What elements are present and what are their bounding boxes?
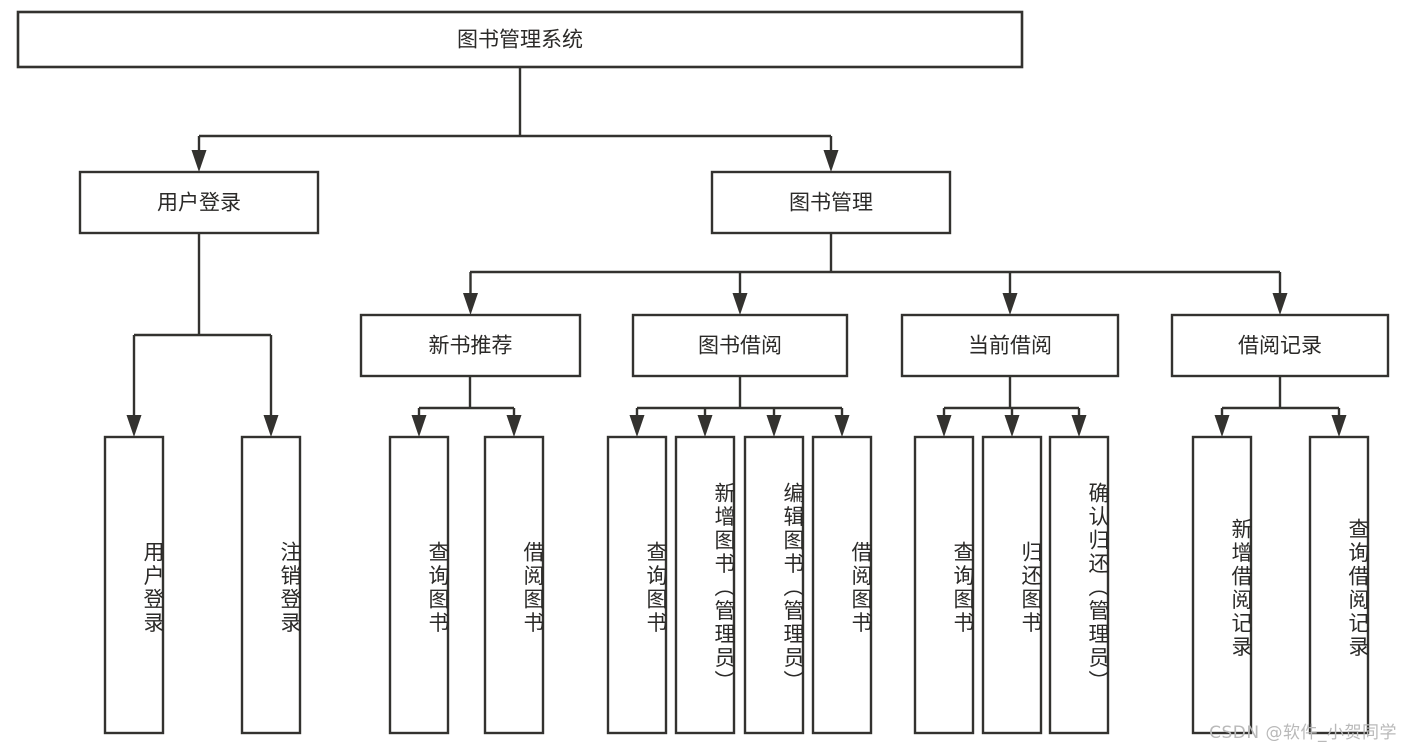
arrow-to-leaf-10 — [1071, 415, 1087, 437]
level3-node-box[interactable] — [900, 313, 1120, 378]
leaf-node-box[interactable] — [606, 435, 668, 735]
root-node-label: 图书管理系统 — [457, 28, 583, 52]
connector-layer — [126, 67, 1347, 437]
leaf-node-box[interactable] — [483, 435, 545, 735]
level2-node-label: 用户登录 — [157, 191, 241, 215]
level3-node-label: 借阅记录 — [1238, 334, 1322, 358]
leaf-node-box[interactable] — [103, 435, 165, 735]
arrow-to-leaf-1 — [263, 415, 279, 437]
leaf-node-box[interactable] — [811, 435, 873, 735]
arrow-to-leaf-11 — [1214, 415, 1230, 437]
watermark: CSDN @软件_小贺同学 — [1209, 723, 1397, 743]
leaf-node-box[interactable] — [913, 435, 975, 735]
arrow-to-level2-1 — [823, 150, 839, 172]
arrow-to-level3-2 — [1002, 293, 1018, 315]
level2-node-box[interactable] — [78, 170, 320, 235]
arrow-to-leaf-4 — [629, 415, 645, 437]
leaf-node-box[interactable] — [1308, 435, 1370, 735]
level3-node-box[interactable] — [1170, 313, 1390, 378]
leaf-node-box[interactable] — [743, 435, 805, 735]
leaf-node-box[interactable] — [1191, 435, 1253, 735]
level2-node-box[interactable] — [710, 170, 952, 235]
leaf-node-box[interactable] — [674, 435, 736, 735]
leaf-node-box[interactable] — [388, 435, 450, 735]
leaf-node-box[interactable] — [981, 435, 1043, 735]
arrow-to-leaf-8 — [936, 415, 952, 437]
arrow-to-leaf-3 — [506, 415, 522, 437]
arrow-to-level2-0 — [191, 150, 207, 172]
arrow-to-leaf-7 — [834, 415, 850, 437]
level3-node-box[interactable] — [631, 313, 849, 378]
arrow-to-leaf-6 — [766, 415, 782, 437]
arrow-to-leaf-9 — [1004, 415, 1020, 437]
level3-node-box[interactable] — [359, 313, 582, 378]
level2-node-label: 图书管理 — [789, 191, 873, 215]
root-node-box[interactable] — [16, 10, 1024, 69]
level3-node-label: 图书借阅 — [698, 334, 782, 358]
arrow-to-level3-3 — [1272, 293, 1288, 315]
arrow-to-level3-1 — [732, 293, 748, 315]
leaf-node-box[interactable] — [240, 435, 302, 735]
arrow-to-level3-0 — [463, 293, 478, 315]
leaf-node-box[interactable] — [1048, 435, 1110, 735]
arrow-to-leaf-0 — [126, 415, 142, 437]
level3-node-label: 新书推荐 — [429, 334, 513, 358]
arrow-to-leaf-5 — [697, 415, 713, 437]
level3-node-label: 当前借阅 — [968, 334, 1052, 358]
arrow-to-leaf-2 — [411, 415, 427, 437]
arrow-to-leaf-12 — [1331, 415, 1347, 437]
